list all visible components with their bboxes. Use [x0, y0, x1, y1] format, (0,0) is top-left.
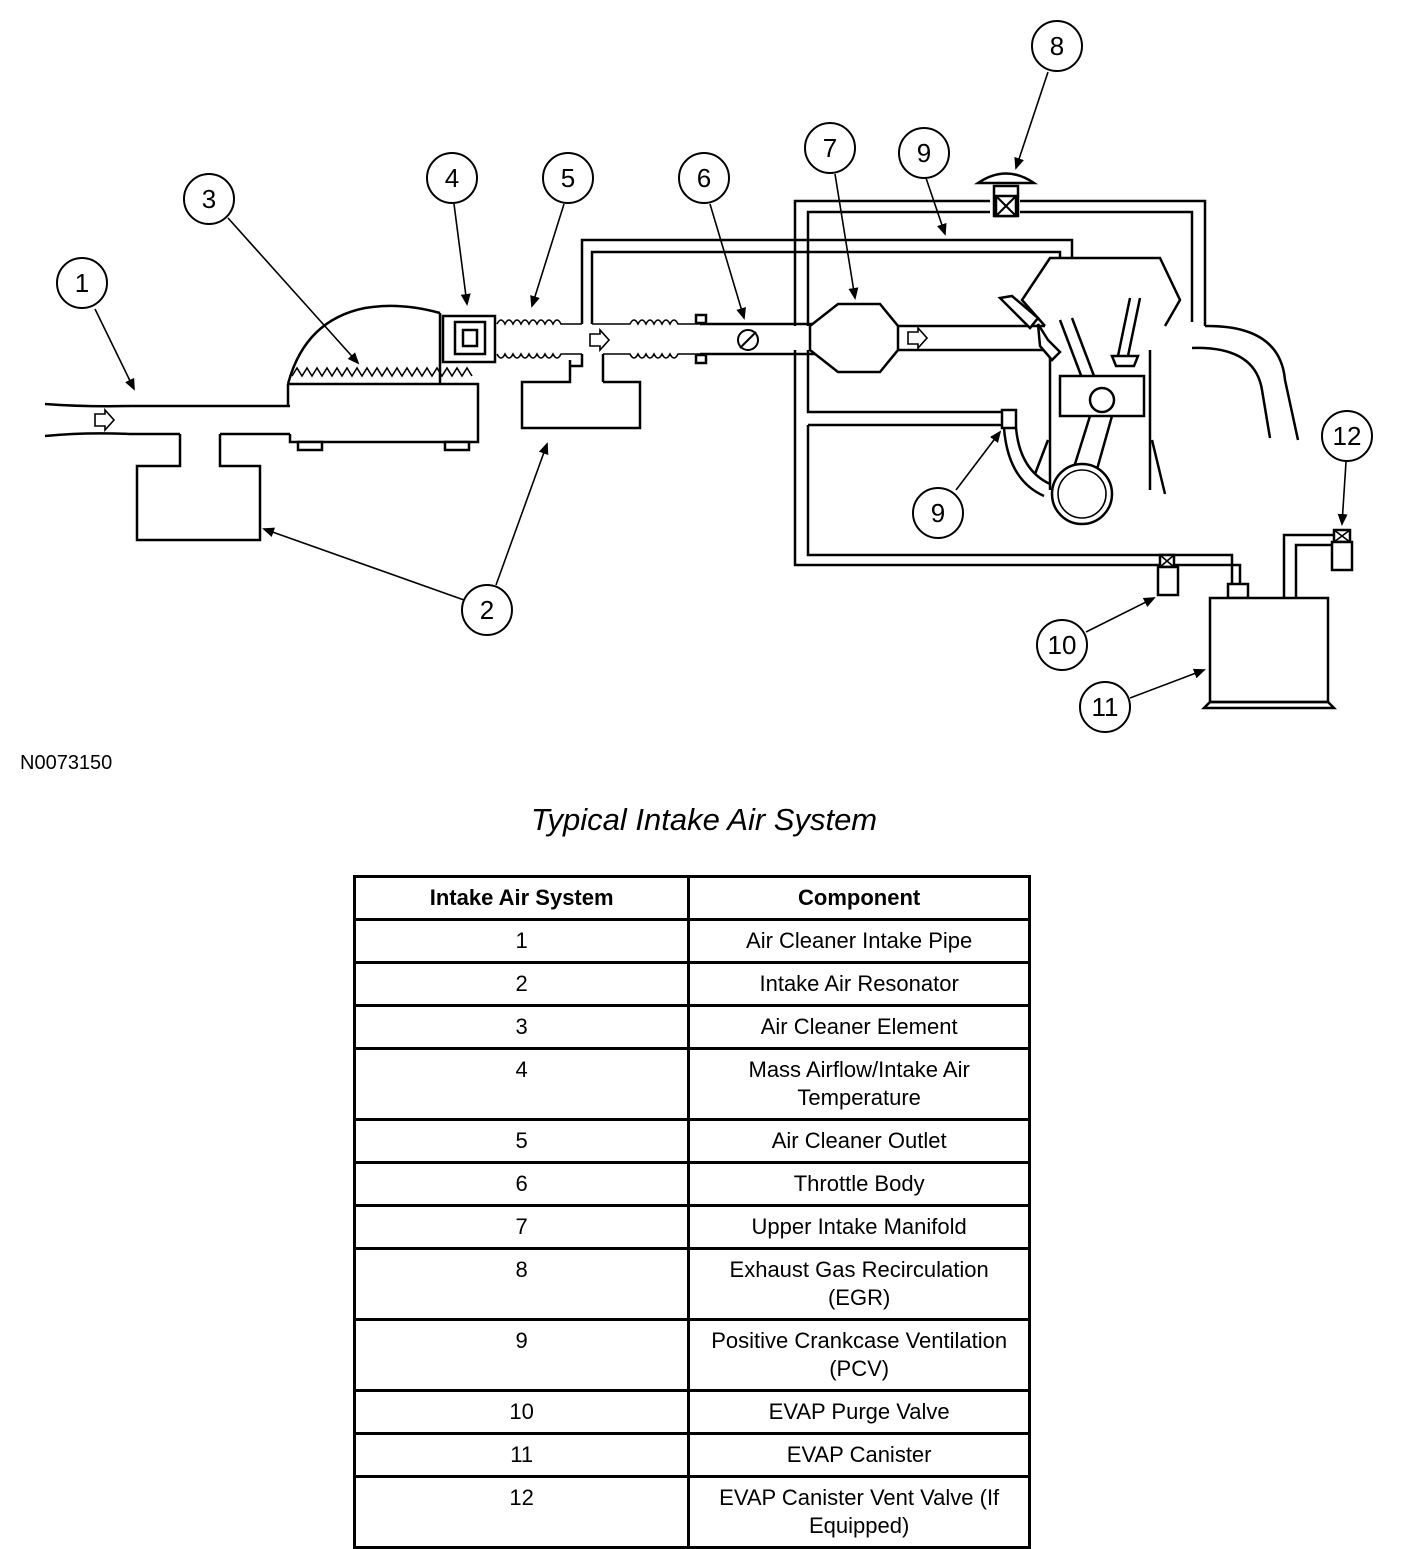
- svg-text:11: 11: [1092, 692, 1119, 722]
- row-component: Upper Intake Manifold: [687, 1204, 1031, 1250]
- svg-text:3: 3: [202, 184, 216, 214]
- throttle-body: [700, 322, 828, 356]
- egr-loop: [793, 199, 1300, 441]
- pcv-lines: [793, 238, 1242, 585]
- svg-text:12: 12: [1333, 421, 1362, 451]
- callout-4: 4: [426, 152, 478, 204]
- row-component: Mass Airflow/Intake Air Temperature: [687, 1047, 1031, 1121]
- svg-text:1: 1: [75, 268, 89, 298]
- row-component: Air Cleaner Element: [687, 1004, 1031, 1050]
- header-component: Component: [687, 875, 1031, 921]
- diagram-caption: Typical Intake Air System: [530, 802, 878, 837]
- row-component: Positive Crankcase Ventilation (PCV): [687, 1318, 1031, 1392]
- row-number: 1: [352, 918, 691, 964]
- intake-air-system-diagram: 1 2 3 4 5 6 7 8 9 9 10 11: [44, 20, 1373, 733]
- callout-9-top: 9: [898, 127, 950, 179]
- row-number: 7: [352, 1204, 691, 1250]
- upper-intake-manifold: [808, 302, 1050, 374]
- svg-text:4: 4: [445, 163, 459, 193]
- leader-lines: [94, 71, 1348, 699]
- svg-text:5: 5: [561, 163, 575, 193]
- callout-10: 10: [1036, 619, 1088, 671]
- engine-cylinder: [997, 256, 1182, 526]
- svg-text:2: 2: [480, 595, 494, 625]
- intake-air-resonator-left: [135, 434, 262, 542]
- table-row: 2 Intake Air Resonator: [352, 961, 1031, 1007]
- table-header-row: Intake Air System Component: [352, 875, 1031, 921]
- svg-text:6: 6: [697, 163, 711, 193]
- row-number: 10: [352, 1389, 691, 1435]
- callout-1: 1: [56, 257, 108, 309]
- callout-6: 6: [678, 152, 730, 204]
- header-intake-air-system: Intake Air System: [352, 875, 691, 921]
- callout-3: 3: [183, 173, 235, 225]
- row-number: 8: [352, 1247, 691, 1321]
- table-row: 4 Mass Airflow/Intake Air Temperature: [352, 1047, 1031, 1121]
- callout-8: 8: [1031, 20, 1083, 72]
- air-cleaner-outlet-tube: [496, 238, 1048, 382]
- callout-12: 12: [1321, 410, 1373, 462]
- svg-text:9: 9: [917, 138, 931, 168]
- callout-2: 2: [461, 584, 513, 636]
- table-row: 3 Air Cleaner Element: [352, 1004, 1031, 1050]
- table-row: 8 Exhaust Gas Recirculation (EGR): [352, 1247, 1031, 1321]
- air-cleaner-intake-pipe: [44, 402, 290, 438]
- svg-text:10: 10: [1048, 630, 1077, 660]
- table-row: 7 Upper Intake Manifold: [352, 1204, 1031, 1250]
- svg-text:9: 9: [931, 498, 945, 528]
- figure-id: N0073150: [20, 752, 113, 774]
- row-component: Air Cleaner Outlet: [687, 1118, 1031, 1164]
- svg-text:7: 7: [823, 133, 837, 163]
- row-component: Air Cleaner Intake Pipe: [687, 918, 1031, 964]
- callout-11: 11: [1079, 681, 1131, 733]
- row-number: 2: [352, 961, 691, 1007]
- evap-purge-valve: [1156, 553, 1180, 597]
- row-component: EVAP Canister: [687, 1432, 1031, 1478]
- row-number: 12: [352, 1475, 691, 1549]
- callout-9-bottom: 9: [912, 487, 964, 539]
- row-component: Throttle Body: [687, 1161, 1031, 1207]
- component-legend-table: Intake Air System Component 1 Air Cleane…: [352, 875, 1031, 1549]
- row-number: 4: [352, 1047, 691, 1121]
- svg-text:8: 8: [1050, 31, 1064, 61]
- intake-air-resonator-middle: [520, 360, 642, 430]
- row-number: 11: [352, 1432, 691, 1478]
- table-row: 5 Air Cleaner Outlet: [352, 1118, 1031, 1164]
- table-row: 1 Air Cleaner Intake Pipe: [352, 918, 1031, 964]
- row-number: 9: [352, 1318, 691, 1392]
- row-number: 3: [352, 1004, 691, 1050]
- table-row: 10 EVAP Purge Valve: [352, 1389, 1031, 1435]
- air-cleaner-housing: [286, 304, 480, 452]
- row-component: Intake Air Resonator: [687, 961, 1031, 1007]
- callout-5: 5: [542, 152, 594, 204]
- callout-7: 7: [804, 122, 856, 174]
- row-number: 5: [352, 1118, 691, 1164]
- row-number: 6: [352, 1161, 691, 1207]
- table-row: 6 Throttle Body: [352, 1161, 1031, 1207]
- row-component: EVAP Purge Valve: [687, 1389, 1031, 1435]
- table-row: 9 Positive Crankcase Ventilation (PCV): [352, 1318, 1031, 1392]
- evap-vent-valve: [1330, 528, 1354, 572]
- mass-airflow-sensor: [441, 314, 497, 364]
- evap-canister: [1200, 533, 1338, 710]
- row-component: EVAP Canister Vent Valve (If Equipped): [687, 1475, 1031, 1549]
- egr-valve: [973, 172, 1039, 218]
- table-row: 11 EVAP Canister: [352, 1432, 1031, 1478]
- row-component: Exhaust Gas Recirculation (EGR): [687, 1247, 1031, 1321]
- table-row: 12 EVAP Canister Vent Valve (If Equipped…: [352, 1475, 1031, 1549]
